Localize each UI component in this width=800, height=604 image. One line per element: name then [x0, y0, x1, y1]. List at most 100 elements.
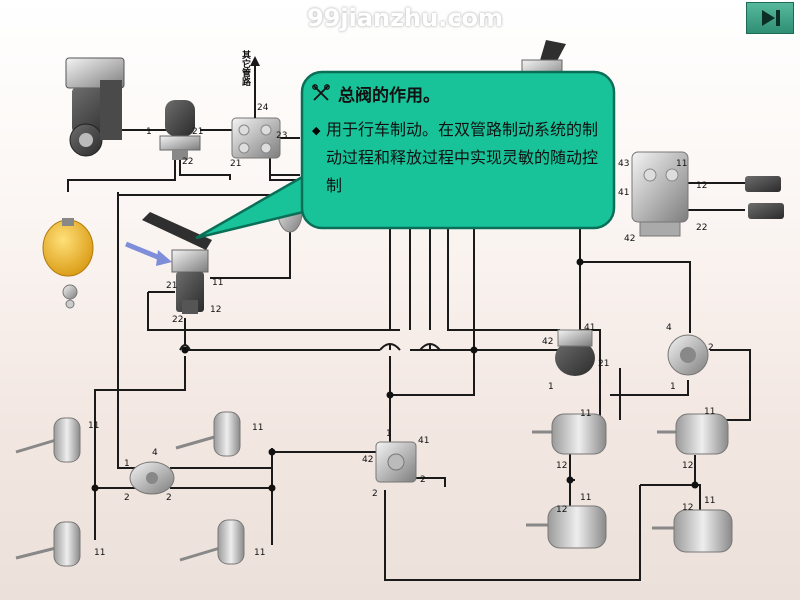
- scissor-icon: [312, 83, 330, 109]
- brake-chamber-front-left-lower: [15, 521, 81, 567]
- port-label: 12: [210, 305, 221, 315]
- brake-foot-valve: [142, 212, 212, 314]
- port-label: 42: [624, 234, 635, 244]
- port-label: 43: [618, 159, 629, 169]
- spring-brake-chamber-rear-4: [652, 509, 733, 553]
- pipe: [419, 343, 441, 351]
- junction-dot: [386, 391, 394, 399]
- port-label: 11: [580, 409, 591, 419]
- four-circuit-protection-valve: [231, 117, 281, 159]
- quick-release-valve-front: [129, 461, 175, 495]
- junction-dot: [91, 484, 99, 492]
- air-compressor: [65, 57, 125, 157]
- junction-dot: [566, 476, 574, 484]
- port-label: 22: [172, 315, 183, 325]
- quick-release-valve-right: [667, 334, 709, 376]
- port-label: 4: [666, 323, 672, 333]
- other-lines-arrow: [250, 56, 260, 118]
- junction-dot: [268, 448, 276, 456]
- spring-brake-chamber-rear-3: [657, 413, 729, 455]
- pipe: [710, 349, 751, 421]
- port-label: 11: [676, 159, 687, 169]
- port-label: 11: [212, 278, 223, 288]
- pipe: [67, 160, 176, 192]
- port-label: 21: [192, 127, 203, 137]
- port-label: 12: [682, 503, 693, 513]
- other-lines-label: 其它管路: [240, 50, 250, 86]
- bullet-icon: ◆: [312, 124, 321, 137]
- port-label: 42: [542, 337, 553, 347]
- port-label: 21: [598, 359, 609, 369]
- port-label: 11: [704, 496, 715, 506]
- port-label: 12: [556, 505, 567, 515]
- pipe: [447, 195, 560, 331]
- port-label: 12: [682, 461, 693, 471]
- brake-chamber-front-right-lower: [179, 519, 245, 565]
- port-label: 22: [696, 223, 707, 233]
- air-reservoir: [42, 218, 94, 309]
- watermark: 99jianzhu.com: [306, 4, 504, 32]
- port-label: 11: [88, 421, 99, 431]
- callout-bubble: [195, 70, 616, 240]
- pipe: [94, 356, 186, 488]
- relay-valve-center: [375, 441, 417, 483]
- port-label: 1: [124, 459, 130, 469]
- pipe: [579, 225, 691, 333]
- port-label: 21: [166, 281, 177, 291]
- pipe: [610, 380, 689, 396]
- next-slide-button[interactable]: [746, 2, 794, 34]
- junction-dot: [268, 484, 276, 492]
- pipe: [117, 192, 138, 469]
- trailer-control-valve: [631, 151, 689, 237]
- port-label: 22: [182, 157, 193, 167]
- pipe: [210, 215, 291, 279]
- port-label: 1: [548, 382, 554, 392]
- callout-body-row: ◆ 用于行车制动。在双管路制动系统的制动过程和释放过程中实现灵敏的随动控制: [312, 116, 612, 200]
- port-label: 12: [696, 181, 707, 191]
- junction-dot: [470, 346, 478, 354]
- port-label: 2: [372, 489, 378, 499]
- callout-text-block: 总阀的作用。 ◆ 用于行车制动。在双管路制动系统的制动过程和释放过程中实现灵敏的…: [312, 83, 612, 200]
- port-label: 42: [362, 455, 373, 465]
- air-dryer: [159, 100, 201, 160]
- port-label: 1: [146, 127, 152, 137]
- port-label: 11: [704, 407, 715, 417]
- port-label: 2: [166, 493, 172, 503]
- junction-dot: [576, 258, 584, 266]
- pipe-crossovers: [179, 343, 441, 351]
- pipe: [179, 344, 191, 351]
- pipe: [179, 160, 231, 180]
- pipe-junctions: [91, 258, 699, 492]
- port-label: 4: [152, 448, 158, 458]
- port-label: 1: [386, 429, 392, 439]
- brake-chamber-front-right-upper: [175, 411, 241, 457]
- junction-dot: [181, 346, 189, 354]
- port-label: 41: [584, 323, 595, 333]
- pipe: [415, 477, 446, 487]
- junction-dot: [691, 481, 699, 489]
- port-label: 2: [420, 475, 426, 485]
- port-label: 23: [276, 131, 287, 141]
- port-label: 2: [124, 493, 130, 503]
- pipe: [147, 292, 400, 331]
- callout-body: 用于行车制动。在双管路制动系统的制动过程和释放过程中实现灵敏的随动控制: [326, 120, 599, 195]
- pipe: [379, 343, 401, 351]
- pointer-arrow: [125, 241, 172, 266]
- relay-valve: [555, 329, 595, 376]
- port-label: 24: [257, 103, 269, 113]
- port-label: 21: [230, 159, 241, 169]
- port-labels: 1 21 22 24 23 21 43 11 41 42 12 22 21 11…: [88, 103, 715, 558]
- port-label: 2: [708, 343, 714, 353]
- callout-title: 总阀的作用。: [338, 86, 440, 106]
- port-label: 11: [254, 548, 265, 558]
- port-label: 41: [418, 436, 429, 446]
- trailer-couplings: [745, 176, 784, 219]
- port-label: 41: [618, 188, 629, 198]
- pipe: [269, 155, 300, 181]
- port-label: 11: [580, 493, 591, 503]
- port-label: 12: [556, 461, 567, 471]
- pipe: [384, 485, 641, 581]
- brake-chamber-front-left-upper: [15, 417, 81, 463]
- port-label: 11: [94, 548, 105, 558]
